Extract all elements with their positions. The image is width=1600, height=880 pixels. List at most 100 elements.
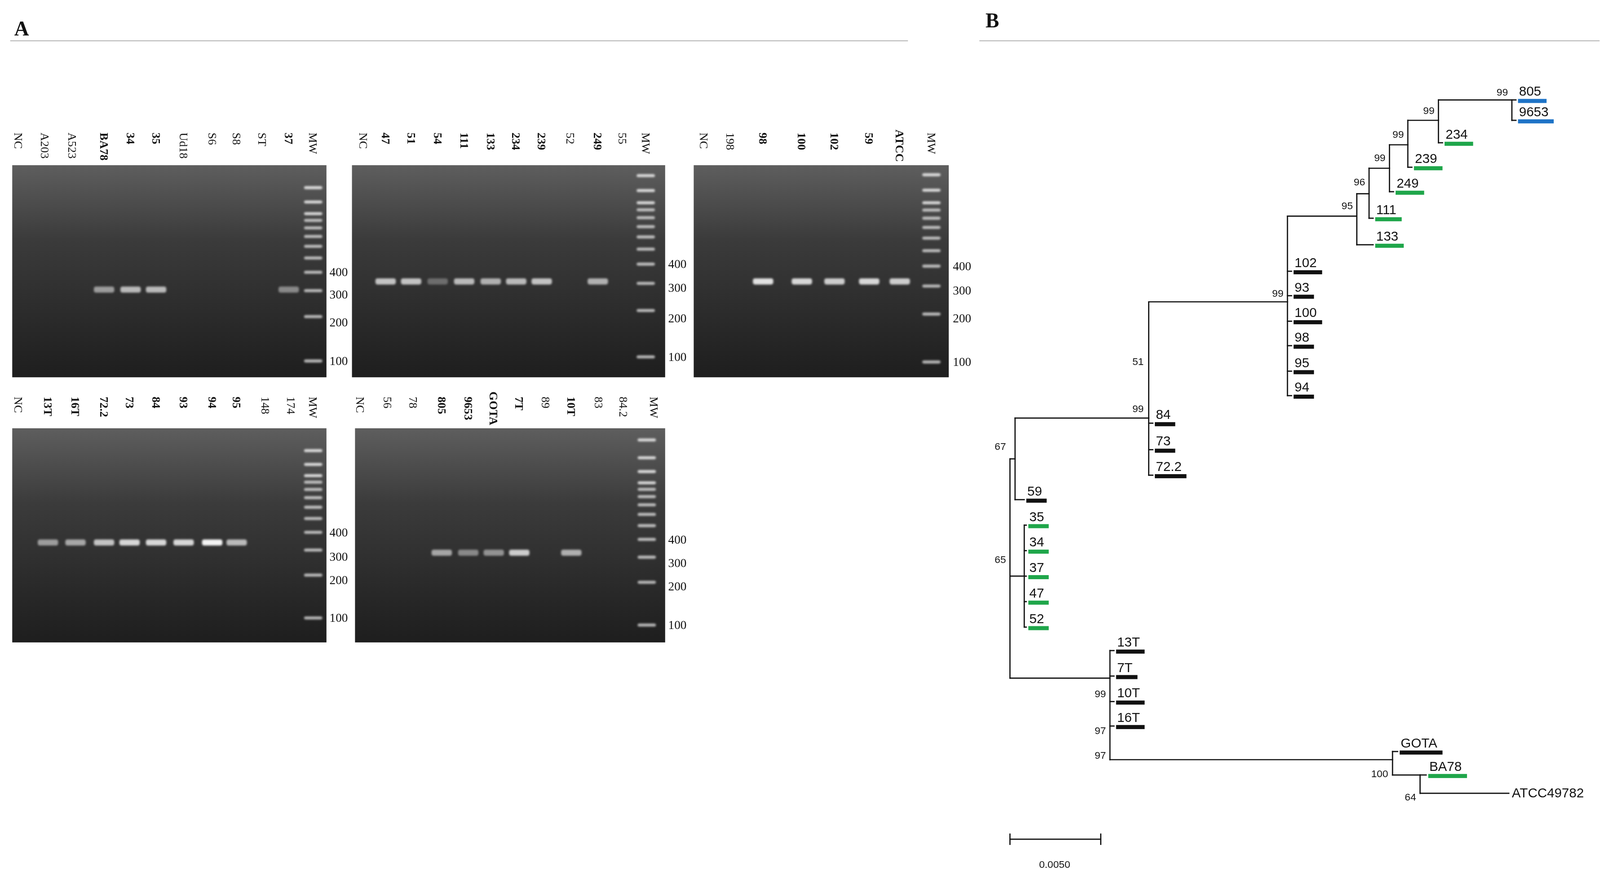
taxon-label: 9653 xyxy=(1517,105,1554,124)
dna-band xyxy=(531,278,552,285)
taxon-label: 47 xyxy=(1028,586,1049,606)
taxon-label: 73 xyxy=(1154,434,1176,454)
tree-branch xyxy=(1024,550,1027,552)
dna-band xyxy=(561,549,582,557)
scale-value: 0.0050 xyxy=(1038,858,1070,870)
dna-band xyxy=(922,173,941,177)
dna-band xyxy=(636,216,655,220)
dna-band xyxy=(791,278,812,285)
tree-branch xyxy=(1392,751,1394,776)
lane-label: 93 xyxy=(176,396,191,409)
lane-label: 59 xyxy=(862,132,876,145)
tree-branch xyxy=(1024,524,1027,526)
lane-label: NC xyxy=(356,132,370,149)
dna-band xyxy=(304,186,323,190)
dna-band xyxy=(922,312,941,316)
tree-branch xyxy=(1287,395,1292,397)
lane-label: ATCC xyxy=(892,129,907,162)
tree-branch xyxy=(1014,418,1016,500)
dna-band xyxy=(304,289,323,293)
taxon-label: 100 xyxy=(1293,305,1322,325)
gel-image xyxy=(12,165,327,378)
lane-label: NC xyxy=(11,396,25,413)
tree-branch xyxy=(1100,834,1102,845)
dna-band xyxy=(508,549,530,557)
tree-branch xyxy=(1024,626,1027,628)
lane-label: 73 xyxy=(123,396,137,409)
dna-band xyxy=(505,278,526,285)
dna-band xyxy=(636,201,655,205)
lane-label: 94 xyxy=(205,396,219,409)
panel-letter: A xyxy=(14,17,30,40)
dna-band xyxy=(824,278,845,285)
lane-label: 34 xyxy=(123,132,138,145)
dna-band xyxy=(304,481,323,485)
lane-label: 98 xyxy=(756,132,770,145)
tree-branch xyxy=(1438,142,1443,144)
dna-band xyxy=(636,355,655,359)
bootstrap-value: 99 xyxy=(1271,287,1285,299)
tree-branch xyxy=(1287,215,1357,217)
dna-band xyxy=(304,474,323,478)
bootstrap-value: 99 xyxy=(1422,104,1436,116)
gel-image xyxy=(354,428,665,643)
bootstrap-value: 64 xyxy=(1403,791,1418,803)
size-marker: 200 xyxy=(668,311,687,326)
tree-branch xyxy=(1356,194,1358,246)
tree-branch xyxy=(1148,301,1288,303)
dna-band xyxy=(480,278,501,285)
lane-label: 198 xyxy=(723,132,737,151)
lane-label: 234 xyxy=(509,132,523,151)
tree-branch xyxy=(1286,216,1289,396)
dna-band xyxy=(922,284,941,288)
lane-label: 52 xyxy=(563,132,577,145)
dna-band xyxy=(304,496,323,500)
dna-band xyxy=(922,201,941,205)
dna-band xyxy=(587,278,608,285)
tree-branch xyxy=(1356,193,1370,195)
panel-rule xyxy=(10,40,909,42)
dna-band xyxy=(304,244,323,248)
dna-band xyxy=(636,247,655,252)
lane-label: 89 xyxy=(539,396,553,409)
tree-branch xyxy=(1009,575,1025,578)
dna-band xyxy=(304,530,323,535)
taxon-label: 94 xyxy=(1293,380,1315,400)
dna-band xyxy=(637,556,656,560)
size-marker: 400 xyxy=(668,533,687,547)
lane-label: 249 xyxy=(591,132,605,151)
tree-branch xyxy=(1287,270,1292,273)
tree-branch xyxy=(1511,119,1517,122)
tree-branch xyxy=(1148,474,1153,477)
dna-band xyxy=(304,212,323,216)
panel-letter: B xyxy=(985,8,999,32)
tree-branch xyxy=(1407,166,1412,168)
dna-band xyxy=(637,512,656,517)
dna-band xyxy=(636,208,655,212)
dna-band xyxy=(483,549,504,557)
lane-label: 35 xyxy=(149,132,163,145)
dna-band xyxy=(304,270,323,275)
tree-branch xyxy=(1368,168,1371,219)
dna-band xyxy=(922,264,941,268)
tree-branch xyxy=(1024,575,1027,578)
bootstrap-value: 96 xyxy=(1352,176,1367,188)
dna-band xyxy=(304,505,323,509)
taxon-label: 59 xyxy=(1026,484,1048,504)
lane-label: A203 xyxy=(38,132,52,159)
dna-band xyxy=(636,262,655,266)
taxon-label: ATCC49782 xyxy=(1511,786,1586,801)
tree-branch xyxy=(1109,650,1114,652)
lane-label: NC xyxy=(11,132,25,149)
size-marker: 100 xyxy=(668,618,687,633)
gel-image xyxy=(352,165,666,378)
dna-band xyxy=(304,226,323,230)
dna-band xyxy=(922,208,941,212)
dna-band xyxy=(278,286,299,293)
dna-band xyxy=(37,539,58,546)
tree-branch xyxy=(1009,458,1015,460)
dna-band xyxy=(304,359,323,363)
size-marker: 400 xyxy=(329,265,349,280)
lane-label: 805 xyxy=(435,396,449,415)
